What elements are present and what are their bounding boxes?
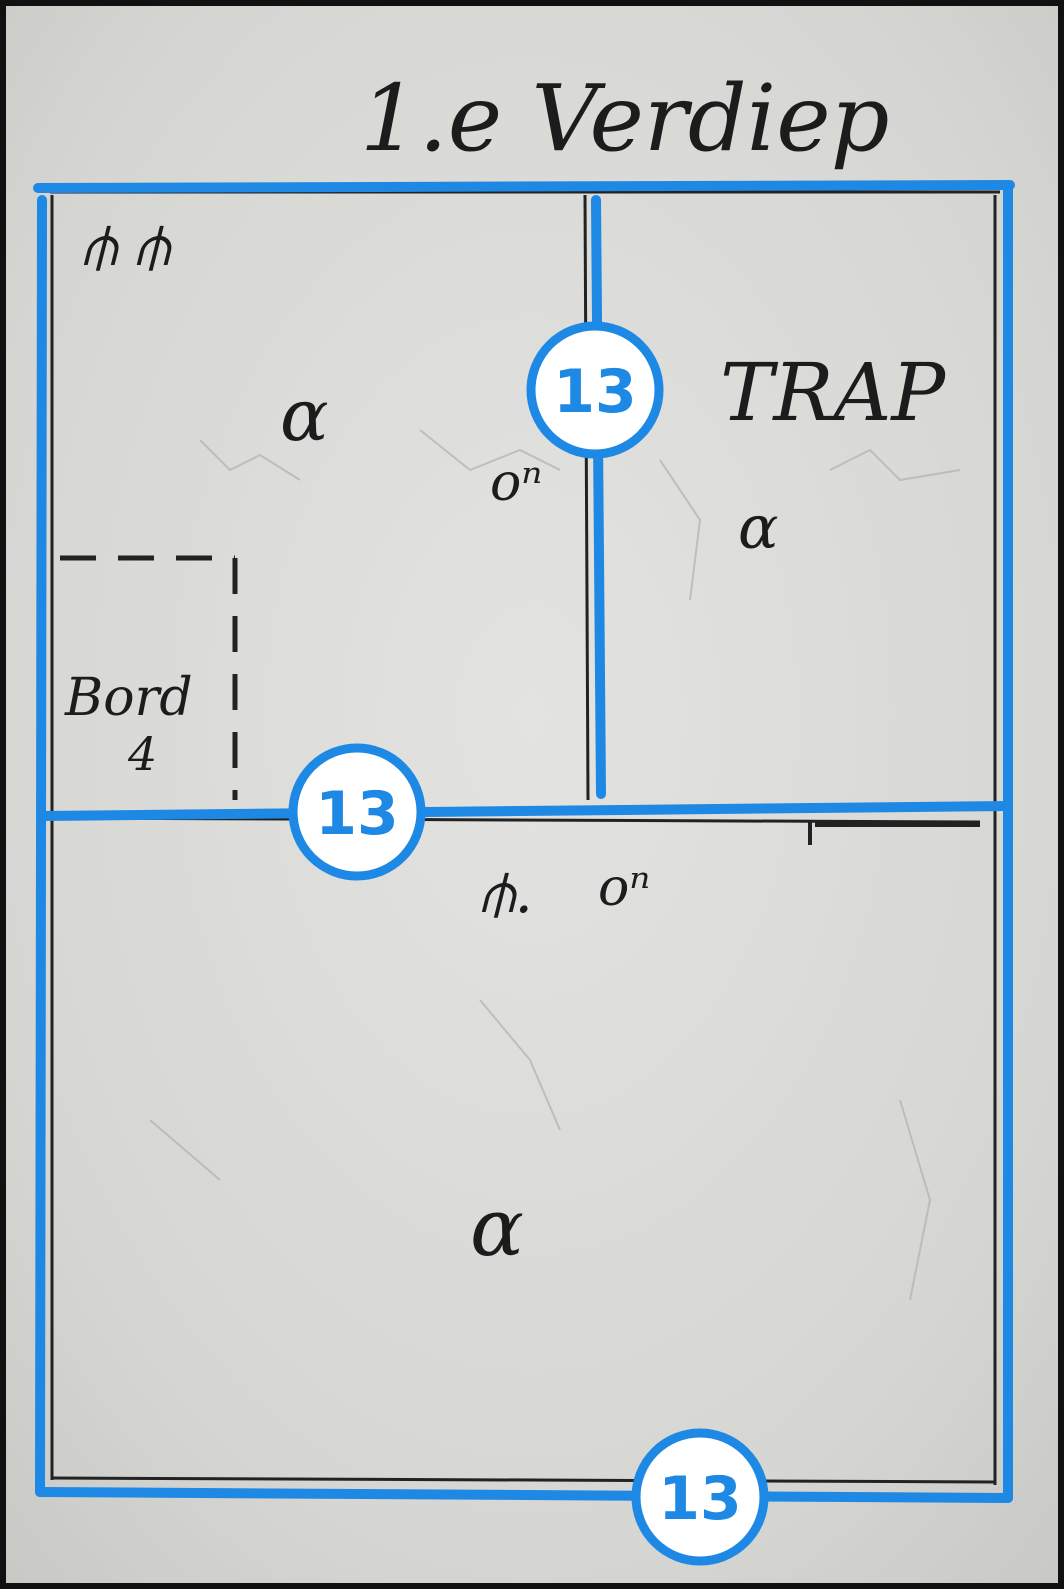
stair-label: TRAP <box>720 346 946 439</box>
badge-middle-wall-value: 13 <box>315 779 399 849</box>
vertical-inner-wall-line <box>591 195 606 799</box>
outlet-symbol-top: oⁿ <box>490 453 542 513</box>
badge-bottom-wall-value: 13 <box>658 1464 742 1534</box>
light-symbol-bottom: α <box>470 1181 524 1274</box>
badge-vertical-wall-value: 13 <box>553 357 637 427</box>
outlet-symbol-bottom: oⁿ <box>598 858 650 918</box>
badge-bottom-wall: 13 <box>631 1428 769 1566</box>
middle-wall-line <box>37 801 1013 821</box>
light-symbol-stair: α <box>738 493 779 563</box>
badge-middle-wall: 13 <box>288 743 426 881</box>
paper-background <box>6 6 1058 1583</box>
left-wall-line <box>35 195 47 1497</box>
cupboard-number: 4 <box>127 727 157 781</box>
blue-measurement-lines <box>33 180 1015 1503</box>
switch-pair-symbol: ⫛ ⫛ <box>82 211 173 279</box>
switch-single-symbol: ⫛. <box>480 858 533 926</box>
bottom-wall-line <box>35 1487 1013 1503</box>
paper-creases <box>149 429 961 1301</box>
cupboard-label: Bord <box>64 668 193 728</box>
light-symbol-top-left: α <box>280 373 329 457</box>
floor-title: 1.e Verdiep <box>360 65 890 172</box>
top-wall-line <box>33 180 1015 193</box>
badge-vertical-wall: 13 <box>526 321 664 459</box>
